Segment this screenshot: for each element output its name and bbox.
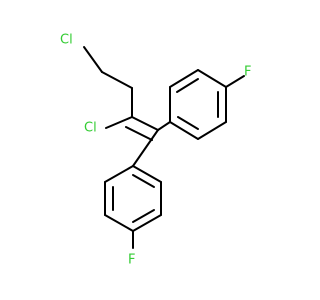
bond-c3-c4-outer xyxy=(131,116,159,131)
ringB-bond-1 xyxy=(104,165,134,183)
bond-c4-ringB xyxy=(132,129,159,167)
ringA-bond-2 xyxy=(169,69,199,88)
ringB-bond-4 xyxy=(132,214,162,232)
bond-c3-c4-inner xyxy=(125,126,153,141)
atom-label-f2: F xyxy=(128,253,135,268)
atom-label-cl2: Cl xyxy=(84,121,97,136)
bond-c4-ringA xyxy=(157,121,171,131)
ringB-double-3 xyxy=(132,174,155,188)
bond-c3-cl2 xyxy=(105,116,133,129)
molecule-structure: Cl Cl F F xyxy=(0,0,300,300)
atom-label-f1: F xyxy=(244,65,251,80)
ringA-double-1 xyxy=(176,78,199,93)
bond-cl1-c1 xyxy=(83,46,103,73)
ringA-bond-6 xyxy=(169,121,199,140)
background xyxy=(0,0,300,300)
bond-ringA-f1 xyxy=(225,75,245,88)
ringB-double-2 xyxy=(132,209,155,223)
atom-label-cl1: Cl xyxy=(60,33,73,48)
ringA-bond-3 xyxy=(197,69,227,88)
ringA-double-3 xyxy=(177,116,199,130)
bond-c1-c2 xyxy=(101,71,133,89)
ringB-bond-3 xyxy=(104,214,134,232)
ringA-bond-5 xyxy=(197,121,227,140)
ringB-bond-6 xyxy=(132,165,162,183)
